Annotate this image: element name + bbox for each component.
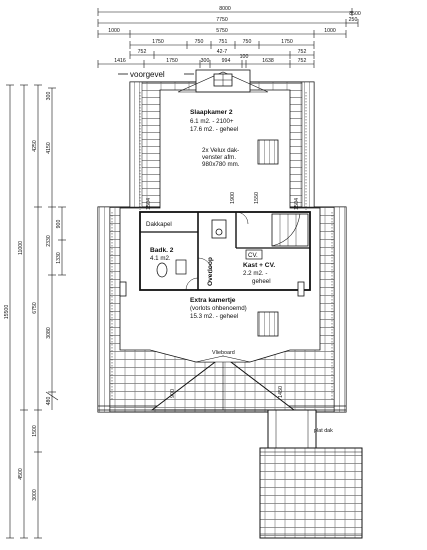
dim-1000-left: 1000 bbox=[108, 28, 120, 34]
core-walls bbox=[119, 211, 311, 297]
velux-note-3: 980x780 mm. bbox=[202, 161, 240, 168]
dim-994: 994 bbox=[222, 58, 231, 64]
dim-11000: 11000 bbox=[18, 241, 24, 255]
front-facade-label: voorgevel bbox=[130, 70, 165, 79]
dim-1500: 1500 bbox=[32, 425, 38, 437]
dim-3000: 3000 bbox=[32, 489, 38, 501]
inner-dimension-labels: 1900 1550 900 1450 1504 1504 bbox=[146, 192, 300, 398]
dim-5750: 5750 bbox=[216, 28, 228, 34]
extra-room-name: Extra kamertje bbox=[190, 297, 236, 304]
left-dimension-labels: 15500 11000 4500 4250 6750 1500 3000 415… bbox=[4, 92, 62, 501]
dim-480: 480 bbox=[46, 397, 52, 406]
dim-900: 900 bbox=[56, 220, 62, 229]
bath2-area: 4.1 m2. bbox=[150, 255, 171, 262]
dim-750-right: 750 bbox=[243, 39, 252, 45]
dim-2330: 2330 bbox=[46, 235, 52, 247]
dim-300: 300 bbox=[201, 58, 210, 64]
kast-geheel: geheel bbox=[252, 278, 271, 285]
velux-windows bbox=[257, 139, 279, 337]
cv-label: CV. bbox=[248, 252, 258, 259]
bedroom2-area-2: 17.6 m2. - geheel bbox=[190, 126, 238, 133]
velux-note-2: venster afm. bbox=[202, 154, 236, 161]
top-dimension-labels: 8000 8500 7750 250 1000 5750 1000 1750 7… bbox=[108, 6, 361, 64]
lower-gable-roof bbox=[150, 355, 296, 411]
left-dimensions bbox=[6, 84, 66, 539]
bedroom2-area-1: 6.1 m2. - 2100+ bbox=[190, 118, 234, 125]
dim-1000-right: 1000 bbox=[324, 28, 336, 34]
dim-1750-left: 1750 bbox=[152, 39, 164, 45]
dim-15500: 15500 bbox=[4, 305, 10, 320]
dim-300-left: 300 bbox=[46, 92, 52, 101]
dim-751: 751 bbox=[219, 39, 228, 45]
velux-note-1: 2x Velux dak- bbox=[202, 147, 239, 154]
flat-roof-extension bbox=[259, 409, 363, 539]
dim-6750: 6750 bbox=[32, 302, 38, 314]
dim-top-7750: 7750 bbox=[216, 17, 228, 23]
vlieboard-label: Vlieboard bbox=[212, 350, 235, 356]
dim-1550: 1550 bbox=[254, 192, 260, 204]
dim-3080: 3080 bbox=[46, 327, 52, 339]
dim-750-left: 750 bbox=[195, 39, 204, 45]
bath2-name: Badk. 2 bbox=[150, 247, 174, 254]
dim-1504-r: 1504 bbox=[294, 198, 300, 210]
top-dimensions bbox=[97, 8, 359, 68]
flat-roof-label: plat dak bbox=[314, 428, 333, 434]
extra-room-note: (vorlots ohbenoemd) bbox=[190, 305, 247, 312]
room-labels: Slaapkamer 2 6.1 m2. - 2100+ 17.6 m2. - … bbox=[146, 109, 333, 434]
dim-top-8000: 8000 bbox=[219, 6, 231, 12]
kast-area: 2.2 m2. - bbox=[243, 270, 267, 277]
dim-900-b: 900 bbox=[170, 389, 176, 398]
dim-top-8500: 8500 bbox=[349, 11, 361, 17]
dim-1450: 1450 bbox=[278, 386, 284, 398]
landing-label: Overloop bbox=[207, 257, 214, 286]
dim-1900: 1900 bbox=[230, 192, 236, 204]
dim-4250: 4250 bbox=[32, 140, 38, 152]
dakkapel-label: Dakkapel bbox=[146, 221, 172, 228]
dim-1750-right: 1750 bbox=[281, 39, 293, 45]
kast-name: Kast + CV. bbox=[243, 262, 275, 269]
dim-4150: 4150 bbox=[46, 142, 52, 154]
bedroom2-name: Slaapkamer 2 bbox=[190, 109, 233, 116]
dim-752-b: 752 bbox=[298, 58, 307, 64]
dim-752-left: 752 bbox=[138, 49, 147, 55]
dim-100: 100 bbox=[240, 54, 249, 60]
dim-1330: 1330 bbox=[56, 252, 62, 264]
dormer-top bbox=[177, 69, 269, 93]
dim-1638: 1638 bbox=[262, 58, 274, 64]
dim-42-7: 42-7 bbox=[217, 49, 227, 55]
dim-1750-b: 1750 bbox=[166, 58, 178, 64]
dim-4500: 4500 bbox=[18, 468, 24, 480]
dim-1504-l: 1504 bbox=[146, 198, 152, 210]
dim-752-right: 752 bbox=[298, 49, 307, 55]
extra-room-area: 15.3 m2. - geheel bbox=[190, 313, 238, 320]
dim-1416: 1416 bbox=[114, 58, 126, 64]
dim-top-250: 250 bbox=[349, 17, 358, 23]
